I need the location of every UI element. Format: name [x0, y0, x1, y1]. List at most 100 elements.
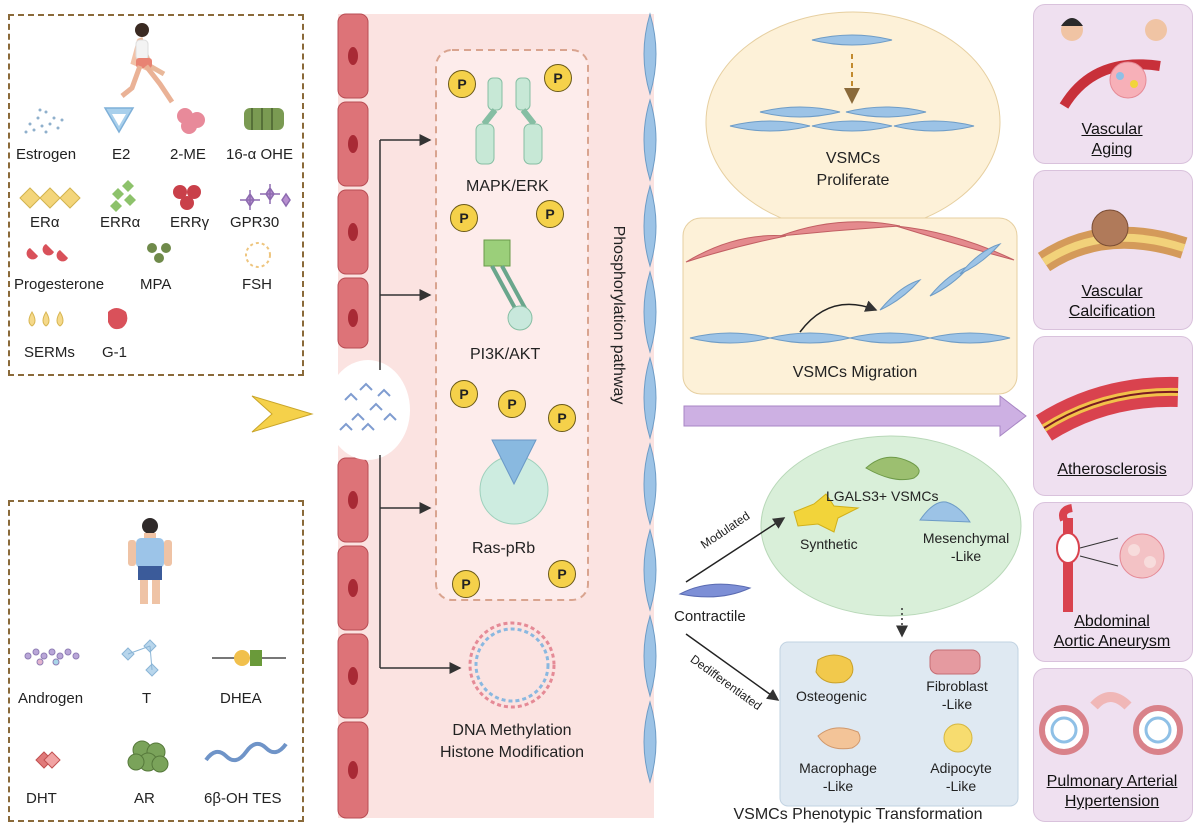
label-lgals3-vsmcs: LGALS3+ VSMCs: [826, 488, 939, 504]
label-vsmcs-migration: VSMCs Migration: [792, 364, 918, 381]
label-vsmcs-proliferate-2: Proliferate: [816, 172, 890, 189]
synthetic-cell-icon: [793, 493, 860, 533]
hormone-entry-cloud: [326, 360, 410, 460]
androgen-icon: [24, 648, 80, 666]
2me-icon: [177, 108, 205, 134]
mapk-receptor-icon: [475, 77, 543, 165]
label-16a-ohe: 16-α OHE: [226, 146, 294, 163]
label-ras-prb: Ras-pRb: [472, 540, 536, 557]
disease-arrow: [683, 394, 1027, 438]
input-chevron-arrow: [251, 395, 314, 433]
mesenchymal-cell-icon: [919, 501, 971, 523]
6b-oh-tes-icon: [204, 741, 288, 763]
label-macrophage-1: Macrophage: [799, 760, 877, 776]
label-histone-modification: Histone Modification: [439, 744, 585, 761]
phospho-p-6: P: [498, 390, 526, 418]
label-g1: G-1: [102, 344, 128, 361]
dedifferentiated-arrow: [685, 633, 780, 701]
gpr30-icon: [240, 184, 291, 210]
osteogenic-cell-icon: [815, 654, 854, 684]
label-e2: E2: [112, 146, 131, 163]
lgals3-cell-icon: [865, 456, 920, 481]
macrophage-cell-icon: [817, 727, 861, 750]
label-atherosclerosis: Atherosclerosis: [1057, 461, 1167, 478]
migration-box: [682, 217, 1018, 395]
dhea-icon: [212, 650, 286, 666]
label-serms: SERMs: [24, 344, 75, 361]
label-phenotypic-transformation: VSMCs Phenotypic Transformation: [733, 806, 983, 823]
label-pah-2: Hypertension: [1064, 793, 1160, 810]
g1-icon: [108, 308, 128, 330]
label-contractile: Contractile: [674, 608, 746, 625]
label-osteogenic: Osteogenic: [796, 688, 867, 704]
label-androgen: Androgen: [18, 690, 84, 707]
label-vascular-calcification-2: Calcification: [1068, 303, 1156, 320]
modulated-ellipse: [760, 435, 1022, 617]
err-alpha-icon: [110, 180, 136, 212]
label-progesterone: Progesterone: [14, 276, 105, 293]
label-aaa-2: Aortic Aneurysm: [1053, 633, 1171, 650]
progesterone-icon: [26, 244, 68, 262]
migration-arrow: [799, 300, 878, 333]
endothelial-cells: [337, 13, 369, 819]
label-ar: AR: [134, 790, 155, 807]
estrogen-icon: [24, 108, 64, 134]
label-pah-1: Pulmonary Arterial: [1046, 773, 1178, 790]
label-vsmcs-proliferate-1: VSMCs: [825, 150, 881, 167]
label-vascular-aging-2: Aging: [1091, 141, 1133, 158]
man-figure-icon: [128, 518, 172, 604]
fibroblast-cell-icon: [929, 649, 981, 675]
er-alpha-icon: [19, 187, 81, 209]
running-woman-icon: [120, 23, 175, 104]
label-pi3k-akt: PI3K/AKT: [470, 346, 541, 363]
label-adipocyte-2: -Like: [945, 778, 977, 794]
err-gamma-icon: [173, 185, 201, 210]
label-mesenchymal-2: -Like: [950, 548, 982, 564]
phospho-p-9: P: [548, 560, 576, 588]
vsmc-column: [643, 12, 657, 784]
label-mpa: MPA: [140, 276, 172, 293]
label-estrogen: Estrogen: [16, 146, 77, 163]
phospho-p-7: P: [548, 404, 576, 432]
adipocyte-cell-icon: [943, 723, 973, 753]
female-hormone-panel: [8, 14, 304, 376]
testosterone-icon: [121, 639, 159, 677]
label-fsh: FSH: [242, 276, 272, 293]
label-synthetic: Synthetic: [800, 536, 858, 552]
label-gpr30: GPR30: [230, 214, 280, 231]
ar-icon: [127, 740, 169, 773]
pi3k-receptor-icon: [483, 239, 533, 331]
label-2me: 2-ME: [170, 146, 206, 163]
phospho-p-1: P: [448, 70, 476, 98]
label-dht: DHT: [26, 790, 57, 807]
pathway-arrows: [379, 134, 462, 674]
proliferate-cells: [729, 34, 975, 132]
16a-ohe-icon: [244, 108, 284, 130]
mpa-icon: [147, 243, 171, 263]
phospho-p-3: P: [450, 204, 478, 232]
phospho-p-4: P: [536, 200, 564, 228]
label-err-gamma: ERRγ: [170, 214, 210, 231]
fsh-icon: [245, 242, 271, 268]
phospho-p-5: P: [450, 380, 478, 408]
migration-cells: [689, 243, 1011, 344]
label-adipocyte-1: Adipocyte: [930, 760, 992, 776]
label-dhea: DHEA: [220, 690, 262, 707]
label-mesenchymal-1: Mesenchymal: [922, 530, 1010, 546]
label-6b-oh-tes: 6β-OH TES: [204, 790, 282, 807]
phospho-p-8: P: [452, 570, 480, 598]
label-err-alpha: ERRα: [100, 214, 141, 231]
aaa-card: [1033, 502, 1193, 662]
label-aaa-1: Abdominal: [1074, 613, 1150, 630]
phospho-p-2: P: [544, 64, 572, 92]
serms-icon: [28, 311, 64, 327]
ras-prb-icon: [479, 439, 549, 525]
dna-ring-icon: [468, 621, 556, 709]
label-fibroblast-2: -Like: [941, 696, 973, 712]
label-dna-methylation: DNA Methylation: [452, 722, 572, 739]
label-t: T: [142, 690, 152, 707]
contractile-cell-icon: [678, 583, 752, 598]
label-fibroblast-1: Fibroblast: [926, 678, 988, 694]
male-hormone-panel: [8, 500, 304, 822]
